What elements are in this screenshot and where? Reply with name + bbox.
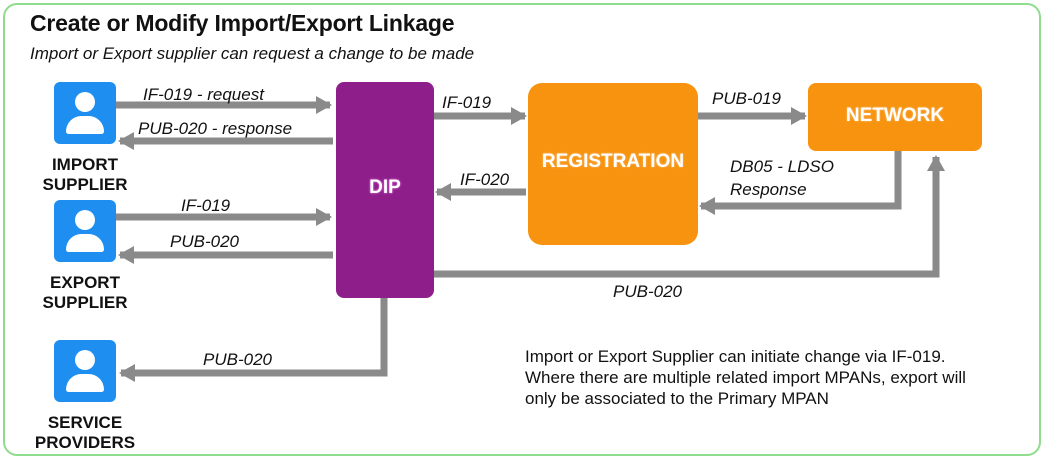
explanatory-note: Import or Export Supplier can initiate c… xyxy=(525,347,966,408)
registration-box: REGISTRATION xyxy=(528,83,698,245)
import-request-label: IF-019 - request xyxy=(143,85,264,104)
network-label: NETWORK xyxy=(845,105,945,126)
registration-label: REGISTRATION xyxy=(541,151,685,172)
export-response-label: PUB-020 xyxy=(170,232,239,251)
registration-to-dip-label: IF-020 xyxy=(460,170,510,189)
dip-to-service-providers-label: PUB-020 xyxy=(203,350,272,369)
import-response-label: PUB-020 - response xyxy=(138,119,293,138)
export-supplier-label: EXPORT SUPPLIER xyxy=(42,273,128,312)
dip-to-network-arrow xyxy=(434,155,945,278)
import-supplier-label: IMPORT SUPPLIER xyxy=(42,155,128,194)
diagram-subtitle: Import or Export supplier can request a … xyxy=(30,44,475,63)
dip-box: DIP xyxy=(336,82,434,298)
network-response-label-line1: DB05 - LDSO xyxy=(730,157,834,176)
registration-to-network-label: PUB-019 xyxy=(712,89,781,108)
network-response-label-line2: Response xyxy=(730,180,807,199)
dip-to-registration-label: IF-019 xyxy=(442,93,492,112)
service-providers-user-icon xyxy=(54,340,116,402)
network-box: NETWORK xyxy=(808,83,982,151)
dip-label: DIP xyxy=(369,177,401,198)
network-response-arrow xyxy=(699,151,902,215)
import-supplier-user-icon xyxy=(54,82,116,144)
export-request-label: IF-019 xyxy=(181,196,231,215)
dip-to-service-providers-arrow xyxy=(119,298,388,382)
diagram-title: Create or Modify Import/Export Linkage xyxy=(30,10,455,36)
export-supplier-user-icon xyxy=(54,200,116,262)
diagram-frame xyxy=(3,3,1041,456)
dip-to-network-label: PUB-020 xyxy=(613,282,682,301)
service-providers-label: SERVICE PROVIDERS xyxy=(34,413,136,452)
